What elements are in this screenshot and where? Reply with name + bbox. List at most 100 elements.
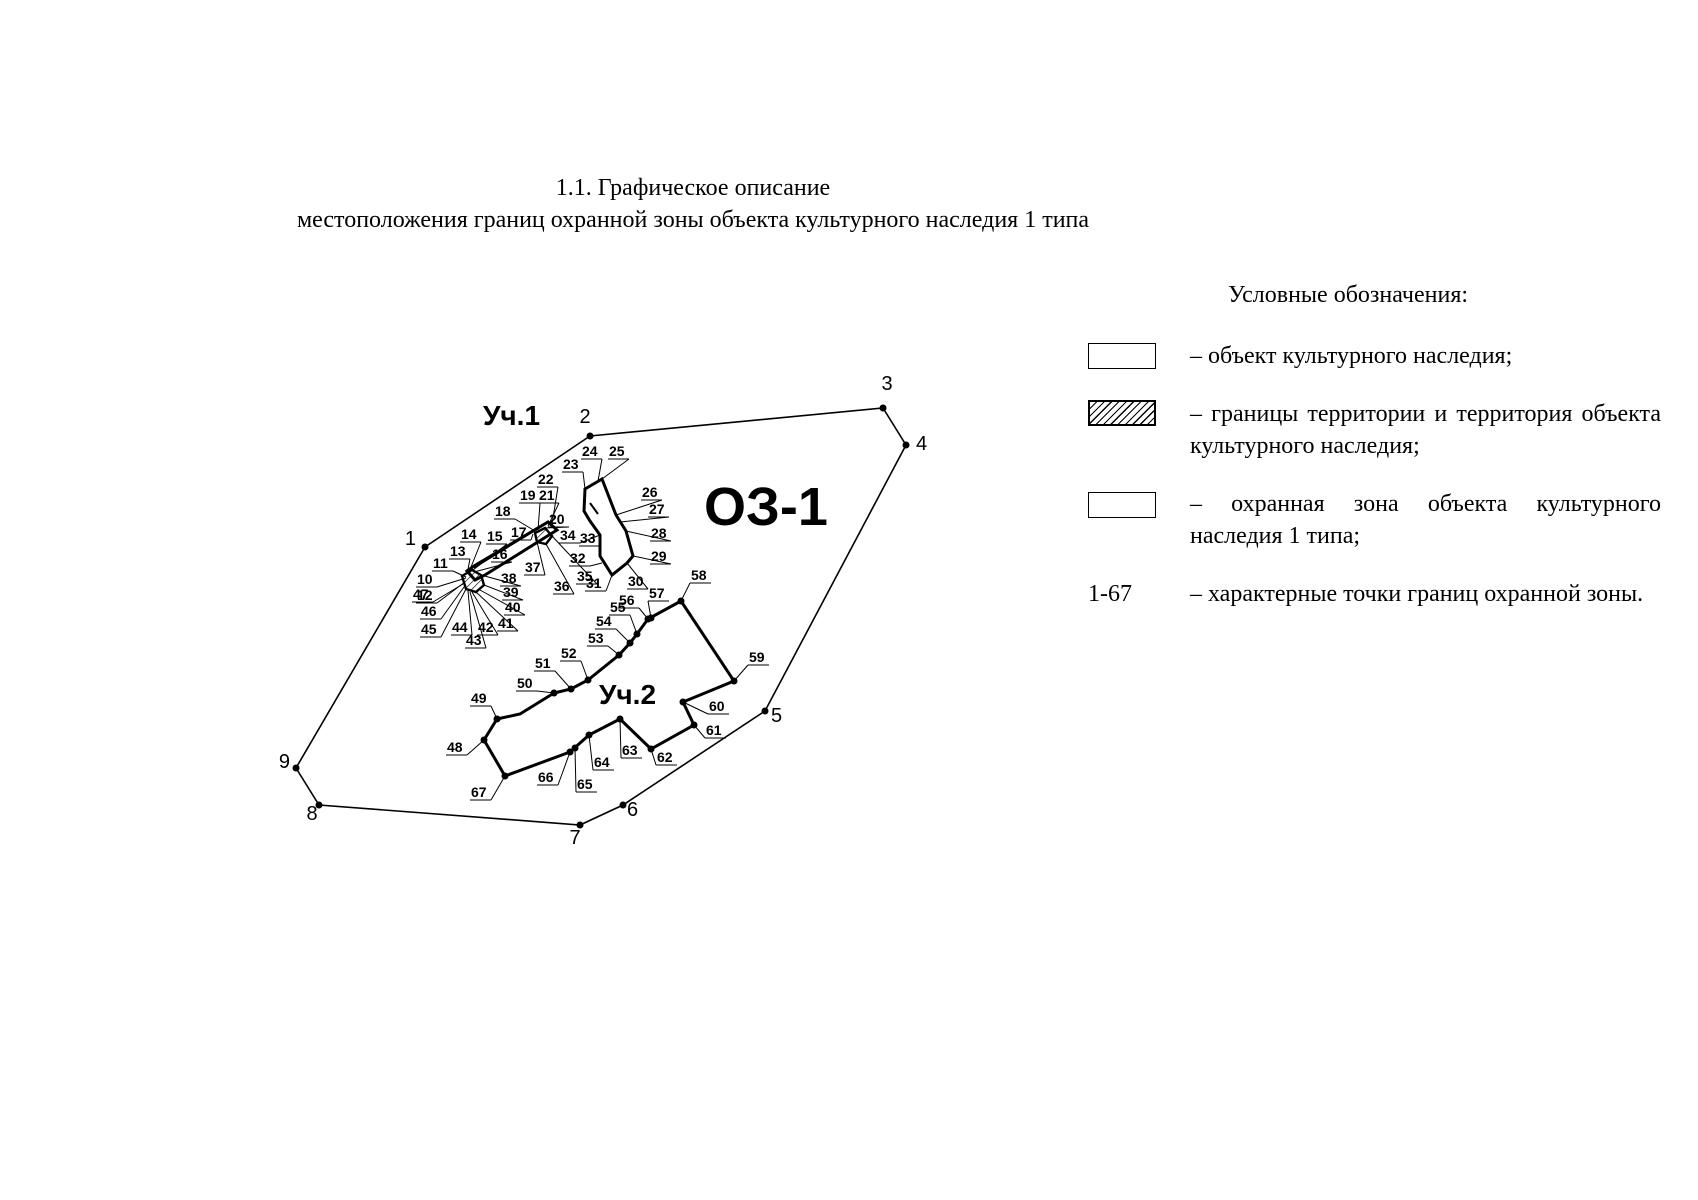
point-label: 27 <box>649 501 665 517</box>
leader-line <box>579 534 601 544</box>
point-label: 63 <box>622 742 638 758</box>
legend-item-text: – характерные точки границ охранной зоны… <box>1190 581 1644 607</box>
plot-1-tick <box>589 502 599 515</box>
point-label: 42 <box>478 619 494 635</box>
point-label: 19 <box>520 487 536 503</box>
leader-line <box>452 570 467 578</box>
point-label: 22 <box>538 471 554 487</box>
leader-line <box>650 748 657 766</box>
leader-line <box>605 574 613 592</box>
leader-line <box>582 471 586 490</box>
point-label: 25 <box>609 443 625 459</box>
point-label: 56 <box>619 592 635 608</box>
leader-line <box>554 670 572 690</box>
leader-line <box>432 583 464 603</box>
point-label: 15 <box>487 528 503 544</box>
boundary-point <box>619 801 627 809</box>
boundary-point <box>421 543 429 551</box>
point-label: 1 <box>405 528 416 550</box>
leader-line <box>551 535 598 585</box>
leader-line <box>536 541 546 576</box>
point-label: 43 <box>466 632 482 648</box>
point-label: 64 <box>594 754 610 770</box>
leader-line <box>466 739 485 756</box>
leader-line <box>601 458 630 480</box>
point-label: 34 <box>560 527 576 543</box>
plot-1-wing <box>582 476 635 578</box>
title-line-2: местоположения границ охранной зоны объе… <box>296 207 1090 233</box>
point-label: 7 <box>569 827 580 849</box>
point-label: 47 <box>413 586 429 602</box>
point-label: 32 <box>570 550 586 566</box>
leader-line <box>589 562 603 567</box>
legend-heading: Условные обозначения: <box>1228 282 1469 308</box>
leader-line <box>626 562 649 590</box>
leader-line <box>615 499 663 516</box>
leader-line <box>468 541 482 573</box>
point-label: 31 <box>586 575 602 591</box>
leader-line <box>514 518 536 532</box>
leader-line <box>607 645 620 656</box>
point-label: 23 <box>563 456 579 472</box>
point-label: 66 <box>538 769 554 785</box>
leader-line <box>466 558 471 575</box>
leader-line <box>536 690 555 694</box>
leader-line <box>490 775 506 801</box>
point-label: 2 <box>579 406 590 428</box>
outer-boundary-line <box>295 407 907 826</box>
point-label: 9 <box>279 751 290 773</box>
leader-line <box>597 458 603 482</box>
plot-2-label: Уч.2 <box>599 679 656 710</box>
leader-line <box>632 555 672 565</box>
point-label: 38 <box>501 570 517 586</box>
point-label: 21 <box>539 487 555 503</box>
leader-line <box>471 591 499 636</box>
leader-line <box>551 486 559 525</box>
point-label: 18 <box>495 503 511 519</box>
point-label: 46 <box>421 603 437 619</box>
point-label: 44 <box>452 619 468 635</box>
point-label: 33 <box>580 530 596 546</box>
point-label: 58 <box>691 567 707 583</box>
leader-line <box>588 734 594 771</box>
leader-line <box>557 751 571 786</box>
leader-line <box>733 664 749 682</box>
zone-label: ОЗ-1 <box>704 477 828 537</box>
leader-line <box>473 561 513 573</box>
point-label: 6 <box>627 799 638 821</box>
leader-line <box>638 607 649 620</box>
point-label: 12 <box>417 587 433 603</box>
boundary-point <box>586 432 594 440</box>
point-label: 39 <box>503 584 519 600</box>
plot-1-label: Уч.1 <box>483 400 540 431</box>
plain-rect-icon <box>1088 343 1156 369</box>
leader-line <box>467 590 473 636</box>
leader-line <box>469 591 487 649</box>
leader-line <box>580 660 589 681</box>
point-label: 55 <box>610 599 626 615</box>
leader-line <box>537 502 541 531</box>
legend-item-text: – объект культурного наследия; <box>1190 343 1513 369</box>
point-label: 36 <box>554 578 570 594</box>
point-label: 50 <box>517 675 533 691</box>
leader-line <box>490 705 498 720</box>
leader-line <box>625 530 672 542</box>
point-label: 17 <box>511 524 527 540</box>
point-label: 24 <box>582 443 598 459</box>
leader-line <box>619 718 622 759</box>
leader-line <box>545 543 575 595</box>
leader-line <box>682 701 709 715</box>
leader-line <box>680 582 691 602</box>
point-label: 3 <box>881 373 892 395</box>
leader-line <box>693 724 706 739</box>
boundary-point <box>761 707 769 715</box>
leader-line <box>480 574 522 587</box>
point-label: 67 <box>471 784 487 800</box>
point-label: 41 <box>498 615 514 631</box>
plot-1-node-a <box>460 568 486 594</box>
point-label: 45 <box>421 621 437 637</box>
leader-line <box>483 584 524 601</box>
point-label: 28 <box>651 525 667 541</box>
point-label: 30 <box>628 573 644 589</box>
